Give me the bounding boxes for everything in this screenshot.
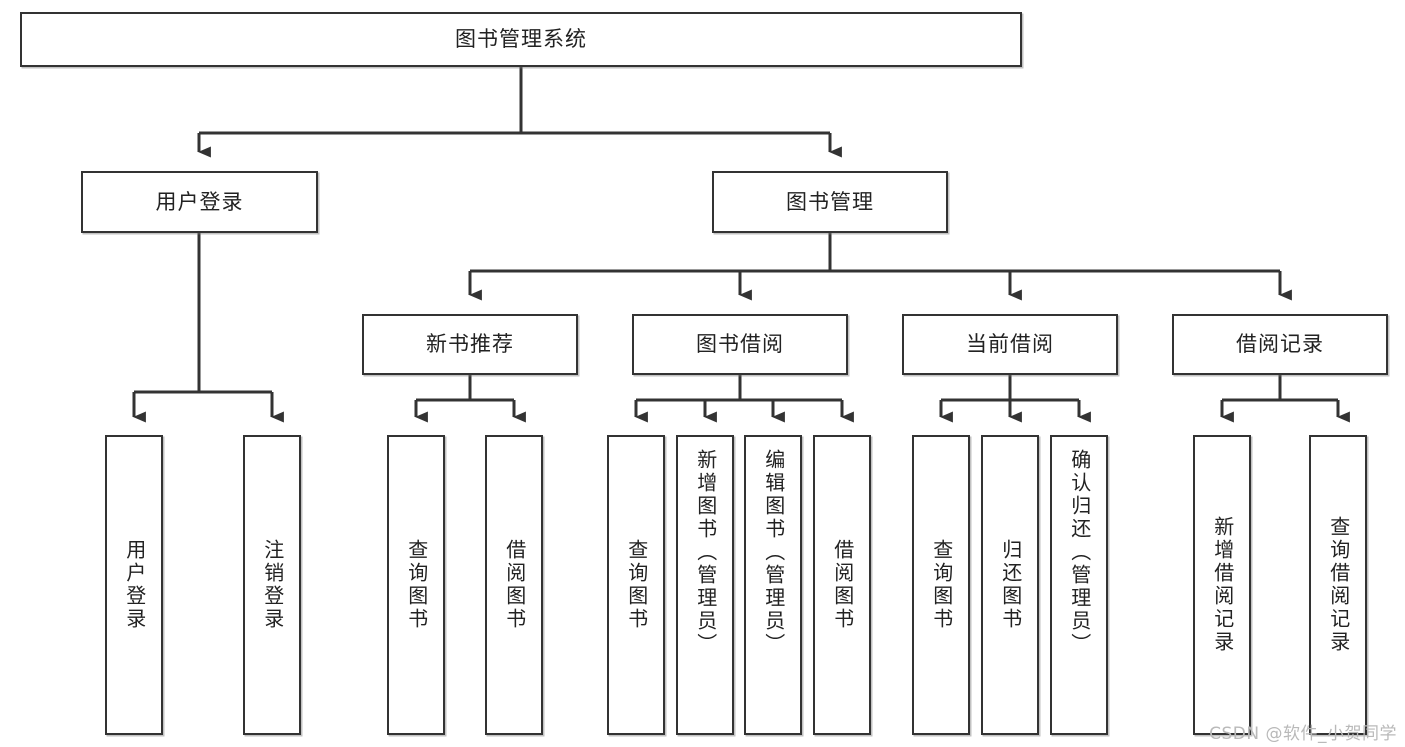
node-borrow-record-label: 借阅记录 (1236, 332, 1324, 357)
node-current-borrow[interactable]: 当前借阅 (902, 314, 1118, 375)
node-book-manage[interactable]: 图书管理 (712, 171, 948, 233)
node-leaf-logout[interactable]: 注销登录 (243, 435, 301, 735)
node-leaf-query-book-2-label: 查询图书 (624, 539, 649, 631)
node-leaf-borrow-book-1[interactable]: 借阅图书 (485, 435, 543, 735)
node-new-book-recommend-label: 新书推荐 (426, 332, 514, 357)
node-leaf-edit-book-label: 编辑图书（管理员） (761, 449, 786, 656)
node-book-borrow[interactable]: 图书借阅 (632, 314, 848, 375)
node-user-login[interactable]: 用户登录 (81, 171, 318, 233)
node-leaf-return-book-label: 归还图书 (998, 539, 1023, 631)
node-leaf-user-login-label: 用户登录 (122, 539, 147, 631)
node-leaf-add-book-label: 新增图书（管理员） (693, 449, 718, 656)
node-leaf-query-record[interactable]: 查询借阅记录 (1309, 435, 1367, 735)
node-leaf-query-book-3-label: 查询图书 (929, 539, 954, 631)
node-root-label: 图书管理系统 (455, 27, 587, 52)
csdn-watermark: CSDN @软件_小贺同学 (1209, 724, 1397, 744)
node-leaf-confirm-return-label: 确认归还（管理员） (1067, 449, 1092, 656)
node-leaf-confirm-return[interactable]: 确认归还（管理员） (1050, 435, 1108, 735)
node-leaf-query-record-label: 查询借阅记录 (1326, 516, 1351, 654)
node-leaf-add-book[interactable]: 新增图书（管理员） (676, 435, 734, 735)
node-leaf-edit-book[interactable]: 编辑图书（管理员） (744, 435, 802, 735)
node-leaf-logout-label: 注销登录 (260, 539, 285, 631)
node-user-login-label: 用户登录 (155, 189, 244, 214)
node-leaf-user-login[interactable]: 用户登录 (105, 435, 163, 735)
node-leaf-add-record-label: 新增借阅记录 (1210, 516, 1235, 654)
node-leaf-query-book-3[interactable]: 查询图书 (912, 435, 970, 735)
node-leaf-query-book-1[interactable]: 查询图书 (387, 435, 445, 735)
node-leaf-borrow-book-2-label: 借阅图书 (830, 539, 855, 631)
node-leaf-query-book-2[interactable]: 查询图书 (607, 435, 665, 735)
node-book-manage-label: 图书管理 (786, 189, 874, 214)
node-leaf-query-book-1-label: 查询图书 (404, 539, 429, 631)
node-new-book-recommend[interactable]: 新书推荐 (362, 314, 578, 375)
node-leaf-return-book[interactable]: 归还图书 (981, 435, 1039, 735)
node-borrow-record[interactable]: 借阅记录 (1172, 314, 1388, 375)
node-root[interactable]: 图书管理系统 (20, 12, 1022, 67)
node-book-borrow-label: 图书借阅 (696, 332, 784, 357)
node-current-borrow-label: 当前借阅 (966, 332, 1054, 357)
node-leaf-add-record[interactable]: 新增借阅记录 (1193, 435, 1251, 735)
node-leaf-borrow-book-1-label: 借阅图书 (502, 539, 527, 631)
node-leaf-borrow-book-2[interactable]: 借阅图书 (813, 435, 871, 735)
